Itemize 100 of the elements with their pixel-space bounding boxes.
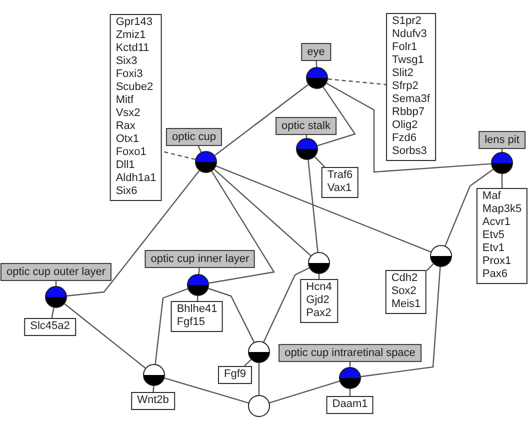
gene-list-box xyxy=(218,366,252,384)
gene-name: Six6 xyxy=(116,185,138,198)
split-circle xyxy=(430,245,452,267)
split-circle xyxy=(248,341,270,363)
connector-line xyxy=(316,60,318,68)
connector-line xyxy=(64,303,146,369)
connector-line xyxy=(501,174,503,188)
gene-name: Sorbs3 xyxy=(392,145,428,158)
gene-list-box xyxy=(476,188,528,284)
gene-name: Fgf15 xyxy=(176,316,206,329)
tissue-label: optic cup outer layer xyxy=(0,263,112,281)
gene-list-box xyxy=(170,301,224,332)
connector-line xyxy=(214,168,312,256)
gene-name: Gjd2 xyxy=(306,294,330,307)
gene-name: S1pr2 xyxy=(392,15,422,28)
tissue-label: optic cup inner layer xyxy=(144,250,256,268)
dashed-leader-line xyxy=(162,150,196,160)
gene-list-box xyxy=(321,167,359,198)
connector-line xyxy=(444,168,494,246)
gene-name: Pax2 xyxy=(306,307,332,320)
gene-list-box xyxy=(300,279,338,323)
connector-line xyxy=(269,380,340,404)
connector-line xyxy=(426,263,434,272)
gene-name: Hcn4 xyxy=(306,281,332,294)
gene-name: Foxi3 xyxy=(116,68,144,81)
gene-name: Acvr1 xyxy=(482,216,512,229)
tissue-label: eye xyxy=(301,43,331,61)
tissue-label: optic cup intraretinal space xyxy=(278,344,422,362)
split-circle xyxy=(195,151,217,173)
connector-line xyxy=(154,288,188,364)
gene-name: Sfrp2 xyxy=(392,80,420,93)
split-circle xyxy=(143,364,165,386)
tissue-label: optic cup xyxy=(166,128,222,146)
gene-list-box xyxy=(24,318,76,336)
gene-name: Sox2 xyxy=(391,285,418,298)
split-circle xyxy=(45,286,67,308)
connector-line xyxy=(196,296,198,302)
gene-name: Meis1 xyxy=(391,298,421,311)
gene-name: Dll1 xyxy=(116,159,136,172)
gene-list-box xyxy=(131,392,175,410)
tissue-label: optic stalk xyxy=(276,117,336,135)
gene-name: Twsg1 xyxy=(392,54,425,67)
connector-line xyxy=(263,267,310,342)
split-circle xyxy=(187,274,209,296)
gene-name: Daam1 xyxy=(332,398,368,411)
connector-line xyxy=(216,166,432,252)
gene-name: Map3k5 xyxy=(482,203,522,216)
gene-name: Sema3f xyxy=(392,93,430,106)
gene-name: Vax1 xyxy=(327,182,353,195)
gene-name: Six3 xyxy=(116,55,138,68)
gene-name: Folr1 xyxy=(392,41,418,54)
gene-name: Foxo1 xyxy=(116,146,148,159)
connector-line xyxy=(198,268,200,274)
gene-list-box xyxy=(326,396,374,414)
gene-name: Vsx2 xyxy=(116,107,142,120)
connector-line xyxy=(198,146,202,152)
connector-line xyxy=(208,171,275,284)
gene-name: Rbbp7 xyxy=(392,106,426,119)
gene-name: Bhlhe41 xyxy=(176,303,218,316)
connector-line xyxy=(208,288,255,342)
split-circle xyxy=(306,67,328,89)
gene-name: Etv1 xyxy=(482,242,506,255)
connector-line xyxy=(360,266,441,378)
gene-name: Wnt2b xyxy=(137,394,169,407)
connector-line xyxy=(326,82,492,173)
gene-name: Kctd11 xyxy=(116,42,150,55)
connector-line xyxy=(244,359,252,366)
connector-line xyxy=(317,86,356,146)
gene-name: Etv5 xyxy=(482,229,506,242)
gene-name: Gpr143 xyxy=(116,16,154,29)
gene-list-box xyxy=(386,13,436,161)
gene-name: Fgf9 xyxy=(224,368,246,381)
gene-name: Ndufv3 xyxy=(392,28,428,41)
connector-line xyxy=(152,386,154,392)
gene-name: Prox1 xyxy=(482,255,512,268)
connector-line xyxy=(214,84,309,156)
gene-list-box xyxy=(110,14,162,201)
split-circle xyxy=(491,152,513,174)
tissue-label: lens pit xyxy=(478,131,526,149)
connector-line xyxy=(51,308,54,318)
gene-name: Slit2 xyxy=(392,67,414,80)
gene-name: Olig2 xyxy=(392,119,419,132)
connector-line xyxy=(164,378,249,404)
hollow-circle xyxy=(248,395,270,417)
gene-name: Zmiz1 xyxy=(116,29,147,42)
gene-name: Aldh1a1 xyxy=(116,172,156,185)
split-circle xyxy=(339,367,361,389)
dashed-leader-line xyxy=(328,78,386,86)
gene-list-box xyxy=(385,270,427,314)
gene-name: Otx1 xyxy=(116,133,140,146)
split-circle xyxy=(296,138,318,160)
gene-name: Pax6 xyxy=(482,268,508,281)
gene-name: Scube2 xyxy=(116,81,154,94)
connector-line xyxy=(66,170,200,296)
gene-name: Fzd6 xyxy=(392,132,418,145)
gene-name: Traf6 xyxy=(327,169,353,182)
gene-name: Mitf xyxy=(116,94,135,107)
gene-name: Cdh2 xyxy=(391,272,419,285)
connector-line xyxy=(314,156,326,168)
gene-name: Rax xyxy=(116,120,136,133)
